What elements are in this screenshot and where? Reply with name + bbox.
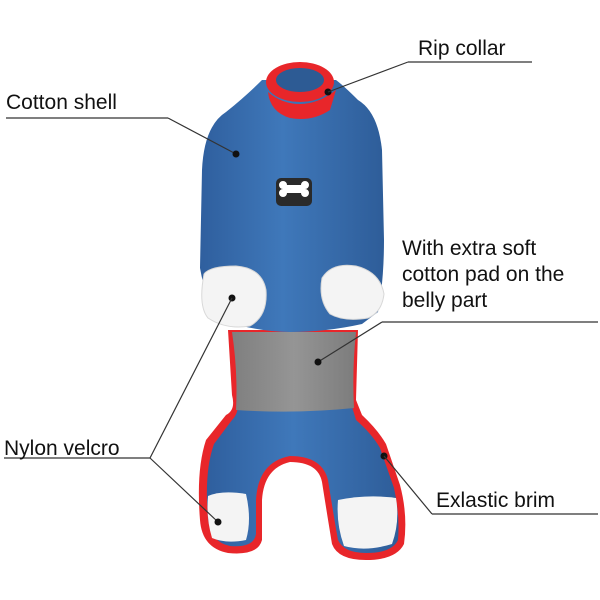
collar-band <box>268 90 336 119</box>
leader-cotton-shell <box>6 117 240 158</box>
label-soft-pad-line-2: cotton pad on the <box>402 263 565 286</box>
front-velcro-right <box>320 264 385 320</box>
label-soft-pad-line-1: With extra soft <box>402 237 537 260</box>
label-cotton-shell: Cotton shell <box>6 91 117 114</box>
bone-shape <box>279 181 309 197</box>
label-rip-collar: Rip collar <box>418 37 506 60</box>
rear-velcro-left <box>207 492 249 542</box>
label-soft-pad: With extra soft cotton pad on the belly … <box>402 236 564 314</box>
leader-nylon-velcro <box>4 294 236 526</box>
rip-collar-inner <box>276 68 324 92</box>
leader-elastic-brim <box>380 452 598 515</box>
label-nylon-velcro: Nylon velcro <box>4 437 120 460</box>
leader-rip-collar <box>324 61 532 96</box>
rear-velcro-right <box>337 496 398 549</box>
label-elastic-brim: Exlastic brim <box>436 489 556 512</box>
label-soft-pad-line-3: belly part <box>402 289 488 312</box>
belly-pad <box>232 332 356 412</box>
leader-soft-pad <box>314 321 598 366</box>
